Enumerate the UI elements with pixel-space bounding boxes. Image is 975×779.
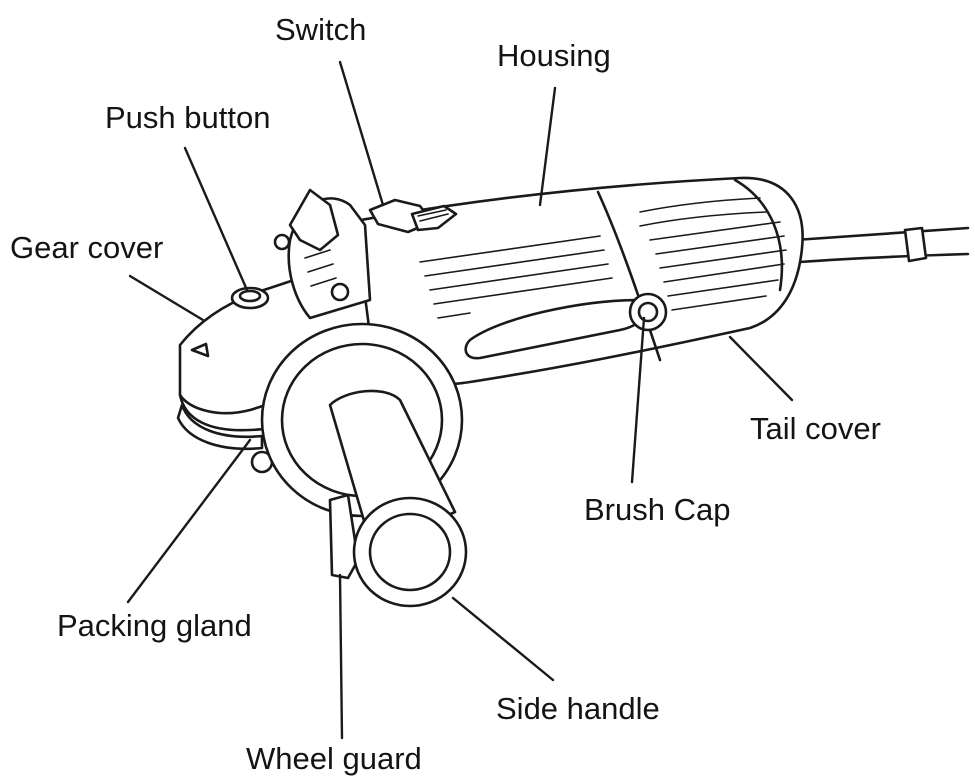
label-packing-gland: Packing gland — [57, 608, 252, 643]
leader-brush-cap — [630, 316, 646, 484]
brush-cap-part — [628, 292, 668, 332]
leader-lines — [126, 60, 794, 740]
switch-part — [368, 198, 458, 234]
leader-switch — [338, 60, 385, 207]
label-side-handle: Side handle — [496, 691, 660, 726]
label-push-button: Push button — [105, 100, 271, 135]
push-button-part — [230, 286, 270, 310]
leader-push-button — [183, 146, 249, 292]
label-switch: Switch — [275, 12, 367, 47]
leader-housing — [538, 86, 557, 207]
power-cord — [793, 226, 970, 264]
label-housing: Housing — [497, 38, 611, 73]
housing-body — [348, 176, 804, 386]
label-tail-cover: Tail cover — [750, 411, 881, 446]
leader-gear-cover — [128, 274, 205, 322]
side-handle-part — [328, 389, 468, 608]
label-brush-cap: Brush Cap — [584, 492, 731, 527]
label-gear-cover: Gear cover — [10, 230, 164, 265]
leader-side-handle — [451, 596, 555, 682]
leader-wheel-guard — [338, 573, 344, 740]
leader-packing-gland — [126, 438, 252, 604]
leader-tail-cover — [728, 335, 794, 402]
label-wheel-guard: Wheel guard — [246, 741, 422, 776]
